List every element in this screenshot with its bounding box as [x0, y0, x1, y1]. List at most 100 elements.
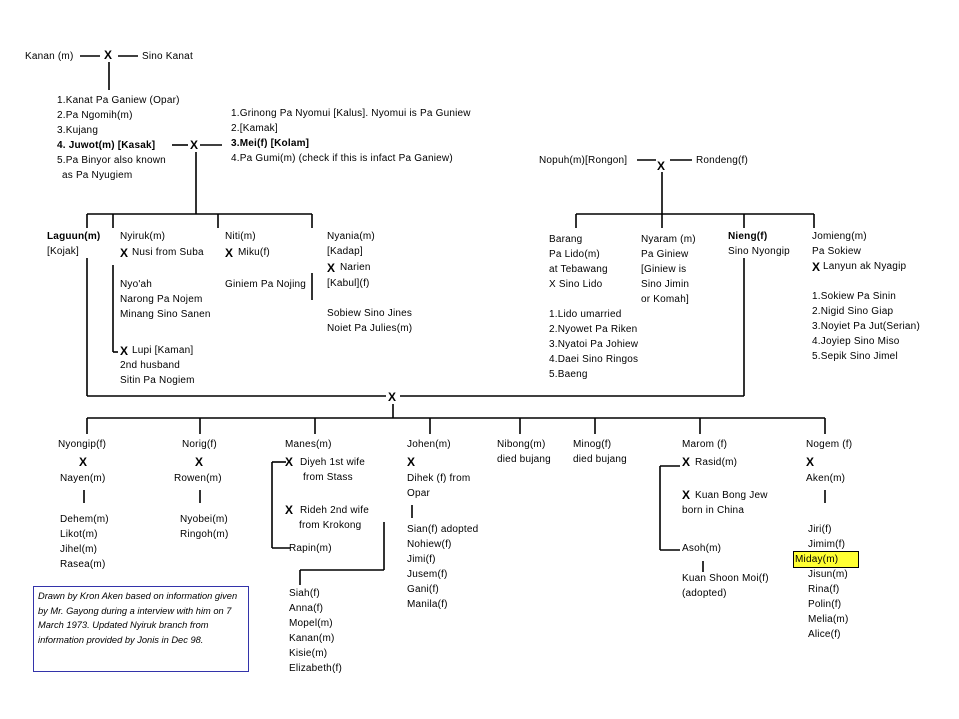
kuan-bong-note: born in China	[682, 505, 745, 516]
kuan-bong-name: Kuan Bong Jew	[695, 490, 768, 501]
list-item: Dehem(m)	[60, 514, 109, 525]
list-item: 4.Pa Gumi(m) (check if this is infact Pa…	[231, 153, 453, 164]
marriage-marker: X	[806, 455, 815, 469]
marriage-marker: X	[104, 48, 113, 62]
jomieng-name: Jomieng(m)	[812, 231, 867, 242]
list-item: as Pa Nyugiem	[62, 170, 133, 181]
nibong-note: died bujang	[497, 454, 551, 465]
list-item: 4.Daei Sino Ringos	[549, 354, 639, 365]
narien-name: Narien	[340, 262, 371, 273]
list-item: Narong Pa Nojem	[120, 294, 203, 305]
marriage-marker: X	[190, 138, 199, 152]
nusi-name: Nusi from Suba	[132, 247, 204, 258]
rideh-name: Rideh 2nd wife	[300, 505, 369, 516]
marriage-marker: X	[79, 455, 88, 469]
nopuh-name: Nopuh(m)[Rongon]	[539, 155, 628, 166]
list-item: X Sino Lido	[549, 279, 603, 290]
list-item: 2nd husband	[120, 360, 181, 371]
list-item: Sino Jimin	[641, 279, 690, 290]
kadap-label: [Kadap]	[327, 246, 363, 257]
list-item: Minang Sino Sanen	[120, 309, 211, 320]
list-item: 4. Juwot(m) [Kasak]	[57, 140, 156, 151]
list-item: [Giniew is	[641, 264, 687, 275]
dihek-origin: Opar	[407, 488, 431, 499]
list-item: 3.Noyiet Pa Jut(Serian)	[812, 321, 920, 332]
lanyun-name: Lanyun ak Nyagip	[823, 261, 907, 272]
lupi-name: Lupi [Kaman]	[132, 345, 194, 356]
marriage-marker: X	[327, 261, 336, 275]
kabul-label: [Kabul](f)	[327, 278, 370, 289]
marriage-marker: X	[120, 246, 129, 260]
list-item: 3.Mei(f) [Kolam]	[231, 138, 310, 149]
list-item: Alice(f)	[808, 629, 841, 640]
list-item: Anna(f)	[289, 603, 324, 614]
list-item: Jimim(f)	[808, 539, 846, 550]
list-item: Mopel(m)	[289, 618, 333, 629]
diyeh-origin: from Stass	[303, 472, 353, 483]
niti-child: Giniem Pa Nojing	[225, 279, 307, 290]
list-item: 4.Joyiep Sino Miso	[812, 336, 900, 347]
nyiruk-name: Nyiruk(m)	[120, 231, 166, 242]
nyania-name: Nyania(m)	[327, 231, 375, 242]
kojak-label: [Kojak]	[47, 246, 79, 257]
marriage-marker: X	[682, 488, 691, 502]
list-item: 5.Sepik Sino Jimel	[812, 351, 898, 362]
list-item: Sitin Pa Nogiem	[120, 375, 195, 386]
list-item: Rina(f)	[808, 584, 840, 595]
marriage-marker: X	[657, 159, 666, 173]
list-item: Jimi(f)	[407, 554, 436, 565]
list-item: Nohiew(f)	[407, 539, 452, 550]
sino-nyongip-name: Sino Nyongip	[728, 246, 790, 257]
list-item: Jihel(m)	[60, 544, 98, 555]
nogem-name: Nogem (f)	[806, 439, 853, 450]
asoh-name: Asoh(m)	[682, 543, 722, 554]
rapin-name: Rapin(m)	[289, 543, 332, 554]
sino-kanat-name: Sino Kanat	[142, 51, 193, 62]
list-item: Polin(f)	[808, 599, 842, 610]
list-item: 1.Kanat Pa Ganiew (Opar)	[57, 95, 180, 106]
list-item: Jisun(m)	[808, 569, 848, 580]
list-item: Kisie(m)	[289, 648, 328, 659]
marriage-marker: X	[682, 455, 691, 469]
list-item: Melia(m)	[808, 614, 849, 625]
list-item: Likot(m)	[60, 529, 98, 540]
list-item: 1.Sokiew Pa Sinin	[812, 291, 897, 302]
marriage-marker: X	[285, 503, 294, 517]
list-item: Manila(f)	[407, 599, 448, 610]
list-item: Nyo'ah	[120, 279, 153, 290]
highlighted-name-miday: Miday(m)	[793, 551, 859, 568]
list-item: Nyobei(m)	[180, 514, 228, 525]
list-item: 3.Nyatoi Pa Johiew	[549, 339, 639, 350]
list-item: 2.Nyowet Pa Riken	[549, 324, 638, 335]
list-item: Pa Giniew	[641, 249, 689, 260]
list-item: 3.Kujang	[57, 125, 99, 136]
minog-note: died bujang	[573, 454, 627, 465]
list-item: Gani(f)	[407, 584, 439, 595]
marriage-marker: X	[195, 455, 204, 469]
marriage-marker: X	[407, 455, 416, 469]
johen-name: Johen(m)	[407, 439, 451, 450]
list-item: 2.Nigid Sino Giap	[812, 306, 894, 317]
dihek-name: Dihek (f) from	[407, 473, 471, 484]
list-item: Barang	[549, 234, 583, 245]
list-item: Sian(f) adopted	[407, 524, 479, 535]
marriage-marker: X	[225, 246, 234, 260]
list-item: 5.Baeng	[549, 369, 588, 380]
marriage-marker: X	[812, 260, 821, 274]
rowen-name: Rowen(m)	[174, 473, 222, 484]
list-item: Nyaram (m)	[641, 234, 696, 245]
list-item: 1.Grinong Pa Nyomui [Kalus]. Nyomui is P…	[231, 108, 471, 119]
source-note-box: Drawn by Kron Aken based on information …	[33, 586, 249, 672]
list-item: 1.Lido umarried	[549, 309, 622, 320]
kuan-shoon-name: Kuan Shoon Moi(f)	[682, 573, 769, 584]
list-item: Jusem(f)	[407, 569, 448, 580]
manes-name: Manes(m)	[285, 439, 332, 450]
miku-name: Miku(f)	[238, 247, 270, 258]
marom-name: Marom (f)	[682, 439, 728, 450]
aken-name: Aken(m)	[806, 473, 846, 484]
rasid-name: Rasid(m)	[695, 457, 738, 468]
list-item: Siah(f)	[289, 588, 320, 599]
diyeh-name: Diyeh 1st wife	[300, 457, 366, 468]
list-item: Pa Lido(m)	[549, 249, 600, 260]
